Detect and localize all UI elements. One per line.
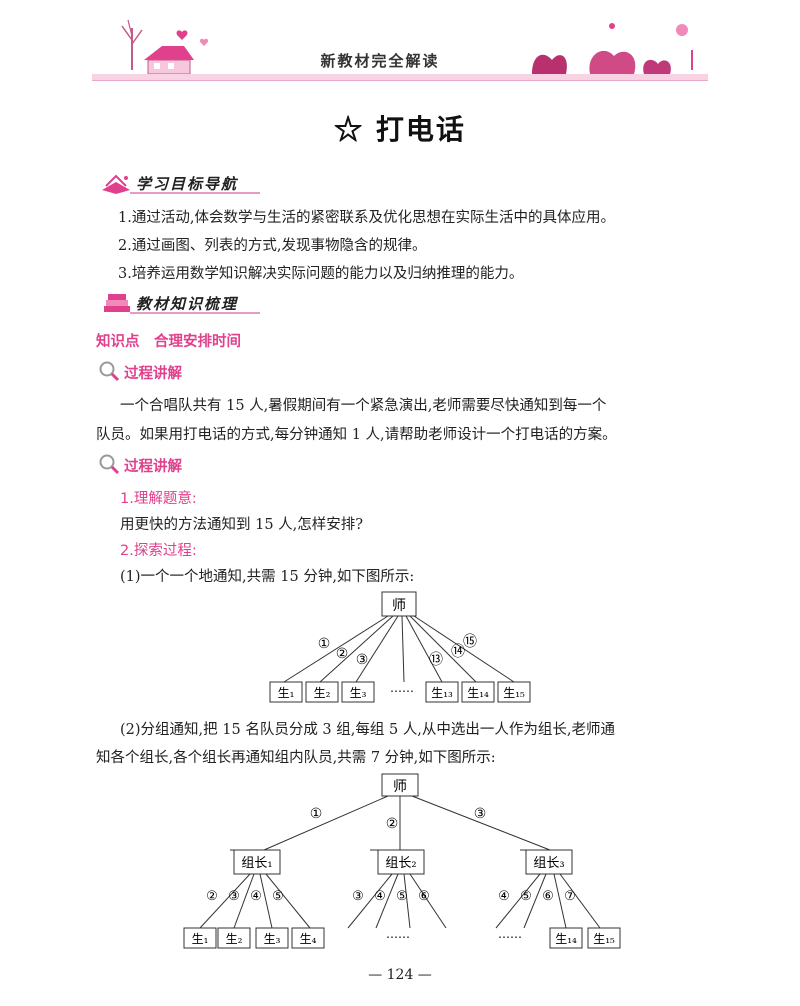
step2-title: 2.探索过程: <box>120 543 197 559</box>
goal-item: 3.培养运用数学知识解决实际问题的能力以及归纳推理的能力。 <box>118 266 524 282</box>
edge-label: ① <box>318 636 331 652</box>
book-icon <box>102 174 130 194</box>
edge-label: ② <box>386 816 399 832</box>
goal-item: 2.通过画图、列表的方式,发现事物隐含的规律。 <box>118 238 427 254</box>
house-icon <box>144 46 194 75</box>
ellipsis: …… <box>498 927 522 941</box>
plants-icon <box>532 23 693 74</box>
page-number: — 124 — <box>368 967 432 983</box>
leader-label: 组长₃ <box>533 856 564 871</box>
magnifier-icon <box>99 361 120 382</box>
goals-section-label: 学习目标导航 <box>136 175 239 193</box>
student-label: 生₁₃ <box>431 686 453 700</box>
knowledge-section-label: 教材知识梳理 <box>136 295 239 313</box>
tree-icon <box>121 19 143 70</box>
teacher-label: 师 <box>393 779 407 795</box>
step1-title: 1.理解题意: <box>120 491 197 507</box>
case1-text: (1)一个一个地通知,共需 15 分钟,如下图所示: <box>120 569 415 585</box>
section-underline <box>130 312 260 314</box>
student-label: 生₃ <box>264 932 281 946</box>
magnifier-icon <box>99 454 120 475</box>
student-label: 生₁ <box>278 686 295 700</box>
student-label: 生₁ <box>192 932 209 946</box>
edge-label: ② <box>206 889 218 904</box>
ellipsis: …… <box>386 927 410 941</box>
leader-label: 组长₂ <box>385 856 416 871</box>
student-label: 生₃ <box>350 686 367 700</box>
ellipsis: …… <box>390 681 414 695</box>
edge-label: ⑤ <box>520 889 532 904</box>
heart-icon <box>176 30 188 40</box>
student-label: 生₁₅ <box>593 932 615 946</box>
student-label: 生₁₅ <box>503 686 525 700</box>
student-label: 生₁₄ <box>467 686 489 700</box>
problem-line: 一个合唱队共有 15 人,暑假期间有一个紧急演出,老师需要尽快通知到每一个 <box>120 398 607 414</box>
student-label: 生₁₄ <box>555 932 577 946</box>
edge-label: ⑬ <box>429 652 443 668</box>
edge-label: ⑦ <box>564 889 576 904</box>
edge-label: ② <box>336 646 349 662</box>
edge-label: ④ <box>498 889 510 904</box>
page-title: ☆ 打电话 <box>334 113 466 146</box>
student-label: 生₂ <box>226 932 243 946</box>
student-label: 生₂ <box>314 686 331 700</box>
goals-section-header: 学习目标导航 <box>100 172 270 196</box>
teacher-label: 师 <box>392 598 406 614</box>
knowledge-point-title: 知识点 合理安排时间 <box>96 334 241 350</box>
edge-label: ③ <box>474 806 487 822</box>
books-stack-icon <box>104 294 130 312</box>
step1-text: 用更快的方法通知到 15 人,怎样安排? <box>120 517 364 533</box>
teacher-node <box>381 591 417 617</box>
explain-heading: 过程讲解 <box>124 366 182 382</box>
edge-label: ③ <box>356 652 369 668</box>
edge-label: ④ <box>250 889 262 904</box>
edge-label: ⑤ <box>396 889 408 904</box>
edge-label: ① <box>310 806 323 822</box>
case2-text: 知各个组长,各个组长再通知组内队员,共需 7 分钟,如下图所示: <box>96 750 496 766</box>
explain-heading: 过程讲解 <box>124 459 182 475</box>
leader-label: 组长₁ <box>241 856 272 871</box>
section-underline <box>130 192 260 194</box>
edge-label: ⑤ <box>272 889 284 904</box>
case2-text: (2)分组通知,把 15 名队员分成 3 组,每组 5 人,从中选出一人作为组长… <box>120 722 616 738</box>
diagram-group-notify: 师 组长₁ 组长₂ 组长₃ ① ② ③ ② ③ ④ ⑤ ③ ④ ⑤ ⑥ ④ ⑤ … <box>183 773 621 949</box>
heart-icon <box>199 38 209 46</box>
edge-label: ④ <box>374 889 386 904</box>
edge-label: ③ <box>228 889 240 904</box>
header-divider <box>92 80 708 81</box>
edge-label: ⑮ <box>463 634 477 650</box>
edge-label: ⑭ <box>451 644 465 660</box>
edge-label: ③ <box>352 889 364 904</box>
knowledge-section-header: 教材知识梳理 <box>100 292 270 316</box>
problem-line: 队员。如果用打电话的方式,每分钟通知 1 人,请帮助老师设计一个打电话的方案。 <box>96 427 617 443</box>
header-title: 新教材完全解读 <box>320 52 440 70</box>
goal-item: 1.通过活动,体会数学与生活的紧密联系及优化思想在实际生活中的具体应用。 <box>118 210 615 226</box>
edge-label: ⑥ <box>542 889 554 904</box>
student-label: 生₄ <box>300 932 317 946</box>
diagram-one-by-one: 师 生₁ 生₂ 生₃ …… 生₁₃ 生₁₄ 生₁₅ ① ② ③ ⑬ ⑭ ⑮ <box>269 591 531 703</box>
header-decoration <box>92 10 708 88</box>
edge-label: ⑥ <box>418 889 430 904</box>
